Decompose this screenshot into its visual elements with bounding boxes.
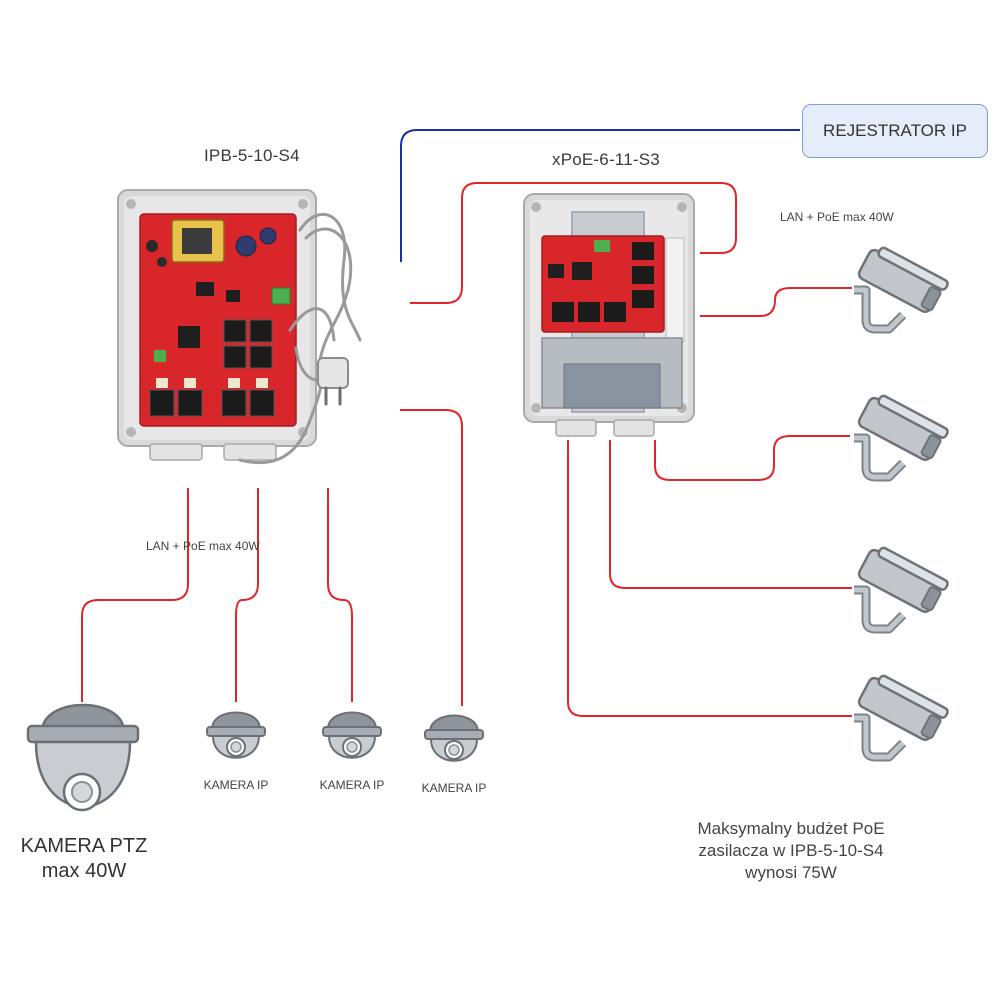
bullet-camera-icon (854, 391, 949, 477)
psu-title: IPB-5-10-S4 (204, 146, 300, 165)
ptz-camera-label-line2: max 40W (41, 860, 127, 882)
dome-camera-icon (424, 714, 484, 762)
switch-title: xPoE-6-11-S3 (552, 150, 660, 169)
bullet-camera-icon (854, 243, 949, 329)
poe-budget-note-line2: zasilacza w IPB-5-10-S4 (698, 841, 884, 861)
poe-switch-box (523, 193, 695, 437)
poe-budget-note-line3: wynosi 75W (745, 863, 837, 883)
ptz-dome-camera-icon (26, 703, 140, 812)
bullet-camera-icon (854, 543, 949, 629)
poe-budget-note: Maksymalny budżet PoE zasilacza w IPB-5-… (646, 818, 936, 884)
dome-camera-label-3: KAMERA IP (421, 781, 487, 795)
recorder-cable (400, 129, 800, 262)
poe-budget-note-line1: Maksymalny budżet PoE (697, 819, 885, 838)
poe-cables (81, 182, 852, 717)
dome-camera-icon (322, 711, 382, 759)
dome-camera-icon (206, 711, 266, 759)
ptz-camera-label-line1: KAMERA PTZ (20, 835, 148, 857)
recorder-label: REJESTRATOR IP (823, 121, 967, 140)
power-supply-box (117, 189, 317, 461)
bullet-camera-icon (854, 671, 949, 757)
ptz-camera-label: KAMERA PTZ max 40W (2, 834, 166, 884)
recorder-box: REJESTRATOR IP (802, 104, 988, 158)
lan-poe-label-right: LAN + PoE max 40W (780, 210, 894, 224)
dome-camera-label-2: KAMERA IP (319, 778, 385, 792)
dome-camera-label-1: KAMERA IP (203, 778, 269, 792)
power-plug-icon (238, 212, 362, 465)
lan-poe-label-left: LAN + PoE max 40W (146, 539, 260, 553)
